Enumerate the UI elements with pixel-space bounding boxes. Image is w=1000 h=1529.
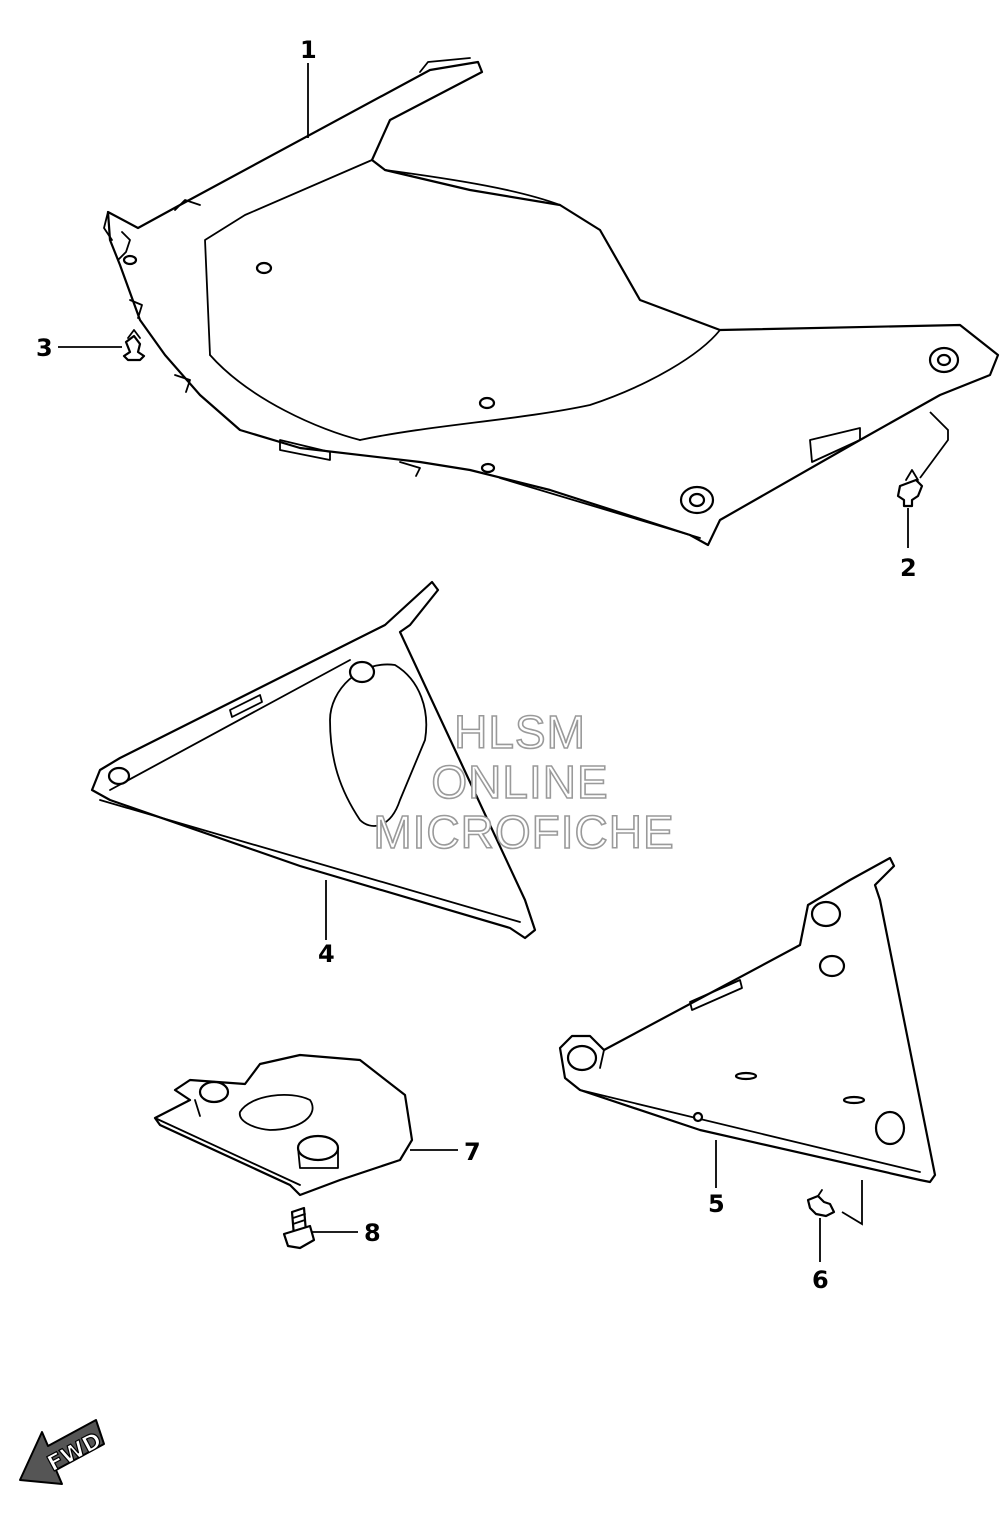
part-8-bolt[interactable] <box>282 1206 316 1250</box>
part-6-fastener[interactable] <box>806 1189 836 1218</box>
watermark-line-2: ONLINE <box>431 756 608 808</box>
watermark-line-3: MICROFICHE <box>373 806 674 858</box>
callout-1[interactable]: 1 <box>300 36 317 64</box>
part-7-bracket[interactable] <box>153 1053 414 1197</box>
watermark: HLSM ONLINE MICROFICHE <box>373 705 675 859</box>
callout-2[interactable]: 2 <box>900 554 917 582</box>
callout-6[interactable]: 6 <box>812 1266 829 1294</box>
part-3-fastener[interactable] <box>122 329 146 362</box>
callout-3[interactable]: 3 <box>36 334 53 362</box>
part-2-clip[interactable] <box>896 469 924 508</box>
callout-8[interactable]: 8 <box>364 1219 381 1247</box>
part-1-cover[interactable] <box>103 57 1000 547</box>
callout-4[interactable]: 4 <box>318 940 335 968</box>
part-4-side-panel[interactable] <box>90 580 537 940</box>
callout-7[interactable]: 7 <box>464 1138 481 1166</box>
part-5-lower-panel[interactable] <box>558 856 937 1184</box>
fwd-arrow-icon: FWD <box>19 1419 107 1485</box>
callout-5[interactable]: 5 <box>708 1190 725 1218</box>
watermark-line-1: HLSM <box>454 706 586 758</box>
